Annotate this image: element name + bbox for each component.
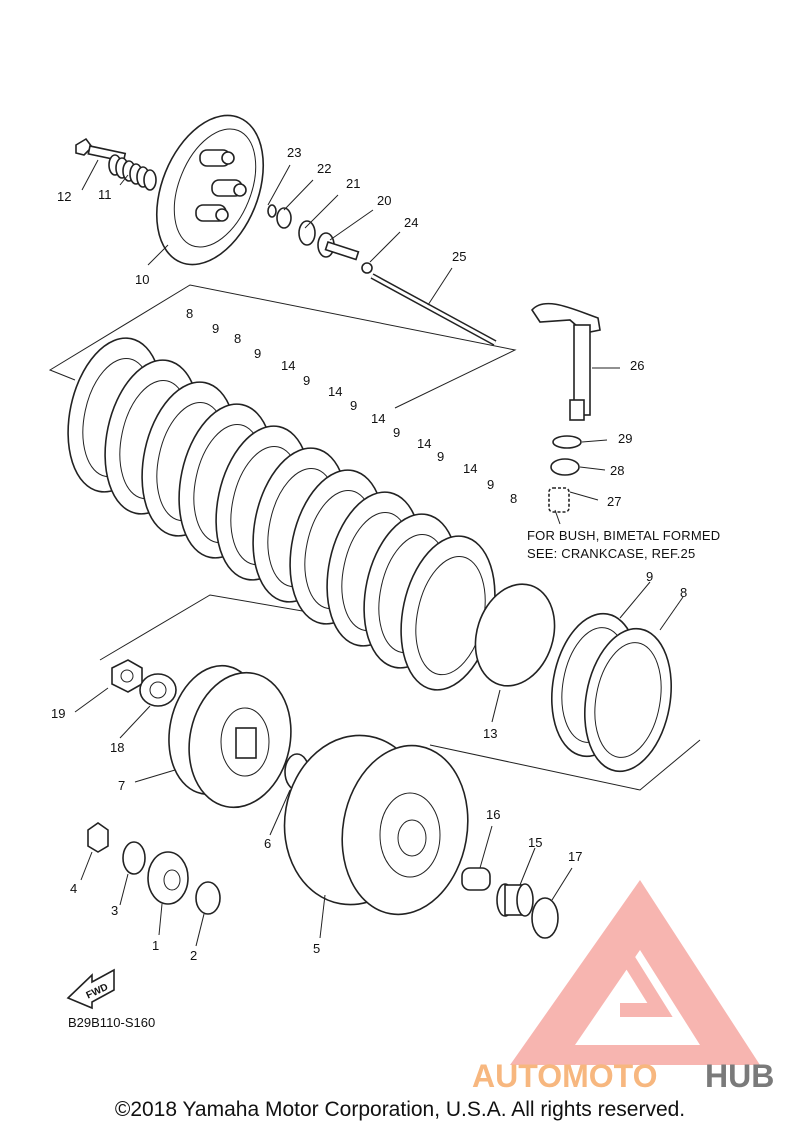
callout-16: 16	[486, 807, 500, 822]
clutch-boss-part	[168, 664, 292, 809]
callout-3: 3	[111, 903, 118, 918]
drive-gear-part	[147, 851, 189, 905]
callout-11: 11	[98, 187, 112, 202]
oil-seal-bearing-bush	[548, 435, 582, 513]
callout-9d: 9	[350, 398, 357, 413]
figure-code: B29B110-S160	[68, 1015, 155, 1030]
callout-24: 24	[404, 215, 418, 230]
leader-lines	[74, 159, 684, 947]
fwd-arrow-icon: FWD	[66, 968, 115, 1010]
callout-26: 26	[630, 358, 644, 373]
callout-9b: 9	[254, 346, 261, 361]
callout-10: 10	[135, 272, 149, 287]
push-rod-components	[267, 204, 373, 274]
callout-14c: 14	[371, 411, 385, 426]
callout-2: 2	[190, 948, 197, 963]
callout-28: 28	[610, 463, 624, 478]
callout-12: 12	[57, 189, 71, 204]
clutch-housing-part	[283, 734, 469, 916]
callout-6: 6	[264, 836, 271, 851]
needle-bearing-part	[496, 883, 534, 917]
callout-14e: 14	[463, 461, 477, 476]
callout-9g: 9	[487, 477, 494, 492]
right-plates	[550, 612, 673, 773]
nut-part	[111, 659, 143, 693]
callout-15: 15	[528, 835, 542, 850]
lock-washer-part	[139, 673, 177, 707]
callout-7: 7	[118, 778, 125, 793]
callout-19: 19	[51, 706, 65, 721]
callout-9c: 9	[303, 373, 310, 388]
callout-17: 17	[568, 849, 582, 864]
watermark-text-hub: HUB	[705, 1058, 774, 1094]
hub-group-outline-right	[429, 739, 701, 791]
spacer-part	[461, 867, 491, 891]
callout-1: 1	[152, 938, 159, 953]
callout-9f: 9	[437, 449, 444, 464]
nut-4-part	[87, 822, 109, 853]
callout-8: 8	[186, 306, 193, 321]
callout-18: 18	[110, 740, 124, 755]
long-push-rod-part	[370, 273, 497, 346]
callout-29: 29	[618, 431, 632, 446]
callout-20: 20	[377, 193, 391, 208]
callout-4: 4	[70, 881, 77, 896]
callout-13: 13	[483, 726, 497, 741]
bush-note-line1: FOR BUSH, BIMETAL FORMED	[527, 528, 720, 543]
bush-note-line2: SEE: CRANKCASE, REF.25	[527, 546, 695, 561]
callout-14d: 14	[417, 436, 431, 451]
callout-8c: 8	[510, 491, 517, 506]
wire-ring-part	[474, 583, 556, 687]
watermark-text-automoto: AUTOMOTO	[472, 1058, 657, 1094]
callout-8b: 8	[234, 331, 241, 346]
pressure-plate-part	[155, 114, 265, 266]
washer-3-part	[122, 841, 146, 875]
callout-22: 22	[317, 161, 331, 176]
copyright-notice: ©2018 Yamaha Motor Corporation, U.S.A. A…	[114, 1098, 686, 1121]
callout-5: 5	[313, 941, 320, 956]
callout-23: 23	[287, 145, 301, 160]
callout-21: 21	[346, 176, 360, 191]
callout-14: 14	[281, 358, 295, 373]
callout-25: 25	[452, 249, 466, 264]
spring-part	[108, 154, 157, 191]
clutch-plate-stack	[67, 337, 496, 691]
callout-labels: 1 2 3 4 5 6 7 8 8 8 8 9 9 9 9 9 9 9 9 10…	[51, 145, 687, 963]
plate-group-outline	[48, 284, 517, 409]
callout-8d: 8	[680, 585, 687, 600]
callout-9e: 9	[393, 425, 400, 440]
washer-17-part	[531, 897, 559, 939]
callout-9h: 9	[646, 569, 653, 584]
watermark-logo	[510, 880, 760, 1065]
callout-27: 27	[607, 494, 621, 509]
collar-part	[195, 881, 221, 915]
callout-14b: 14	[328, 384, 342, 399]
callout-9: 9	[212, 321, 219, 336]
push-lever-shaft-part	[530, 302, 601, 421]
